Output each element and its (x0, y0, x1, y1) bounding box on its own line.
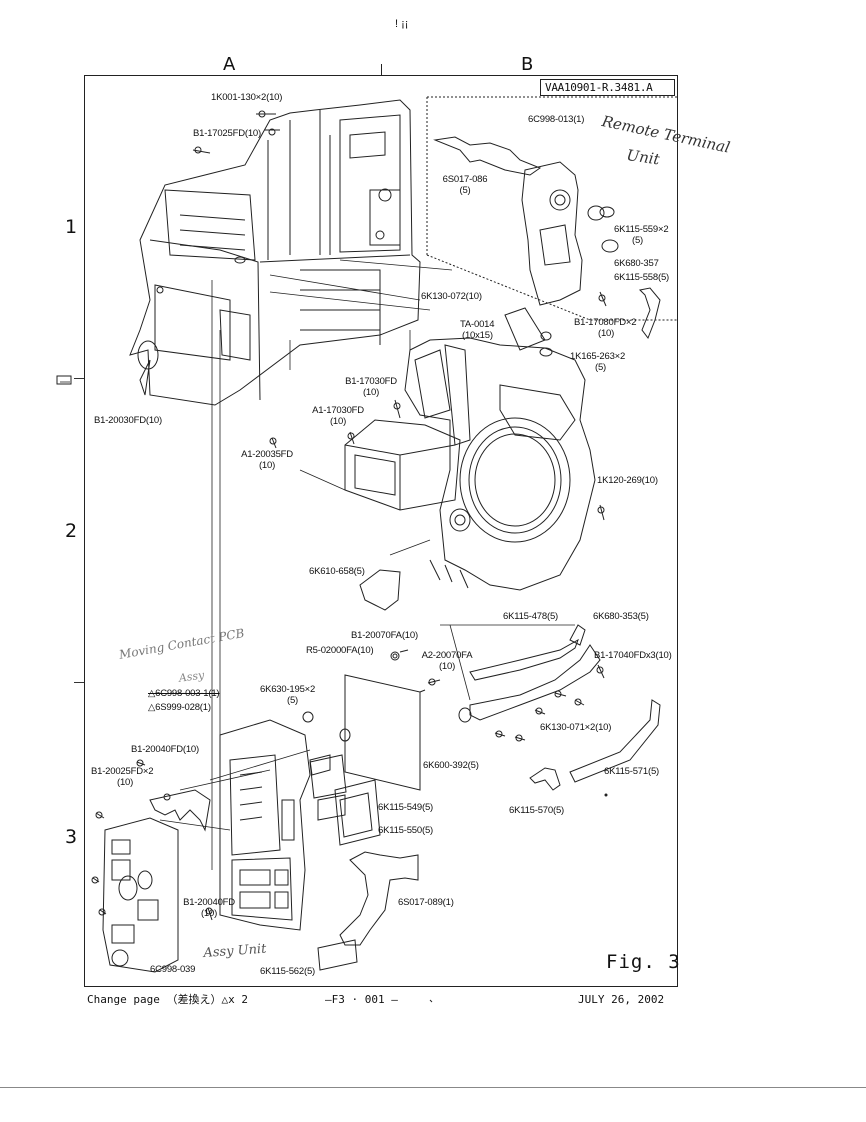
figure-label: Fig. 3 (606, 951, 681, 973)
part-label: (10) (117, 777, 134, 788)
part-label: B1-20040FD(10) (131, 744, 199, 755)
part-label: 1K165-263×2 (570, 351, 626, 362)
part-label: 6K680-357 (614, 258, 659, 269)
screw-top-1 (193, 110, 280, 154)
row-tick-2 (74, 682, 84, 683)
part-label: 6K115-558(5) (614, 272, 669, 283)
column-label-b: B (521, 54, 534, 75)
part-label: 6K115-570(5) (509, 805, 564, 816)
bracket-6k610 (360, 570, 400, 610)
part-label: (5) (287, 695, 299, 706)
part-label: (10x15) (462, 330, 493, 341)
part-label: B1-17030FD (345, 376, 397, 387)
part-label: 6K600-392(5) (423, 760, 479, 771)
part-label: (10) (438, 661, 456, 672)
part-label: 1K120-269(10) (597, 475, 658, 486)
part-label: B1-17025FD(10) (193, 128, 261, 139)
part-label: (10) (598, 328, 615, 339)
part-label: 1K001-130×2(10) (211, 92, 283, 103)
part-label: 6C998-039 (150, 964, 196, 975)
part-label: 6S017-086 (442, 174, 488, 185)
diagram-frame (84, 75, 678, 987)
part-label: 6K115-571(5) (604, 766, 659, 777)
remote-terminal-dashed-group (427, 97, 678, 320)
footer-change-page: Change page （差換え）△x 2 (87, 993, 248, 1006)
part-label: 6K610-658(5) (309, 566, 365, 577)
part-label: B1-17080FD×2 (574, 317, 637, 328)
part-label: 6K115-478(5) (503, 611, 558, 622)
part-label: R5-02000FA(10) (306, 645, 374, 656)
top-scan-marks: ! ¡¡ (395, 18, 409, 30)
part-label: TA-0014 (460, 319, 495, 330)
part-label: 6K130-072(10) (421, 291, 482, 302)
scan-edge-line (0, 1087, 866, 1088)
part-label: B1-20070FA(10) (351, 630, 418, 641)
footer-page-number: —F3 · 001 — (325, 993, 398, 1006)
column-divider-tick (381, 64, 382, 75)
remote-terminal-unit (435, 137, 660, 338)
part-label: (10) (362, 387, 380, 398)
strip-parts (459, 625, 660, 790)
row-number-1: 1 (65, 216, 78, 238)
part-label: 6K115-550(5) (378, 825, 433, 836)
part-label: 6K680-353(5) (593, 611, 649, 622)
row-number-3: 3 (65, 826, 78, 848)
part-label: B1-20040FD (183, 897, 235, 908)
part-label: A1-20035FD (241, 449, 293, 460)
part-label: 6K115-562(5) (260, 966, 315, 977)
part-label-revised: △6S999-028(1) (148, 702, 211, 713)
sheet-parts (310, 755, 380, 970)
main-board-assembly (136, 720, 345, 930)
part-label: B1-17040FDx3(10) (594, 650, 672, 661)
camera-body-frame (57, 100, 420, 405)
row-tick-1 (74, 378, 84, 379)
row-number-2: 2 (65, 520, 78, 542)
part-label: (5) (595, 362, 607, 373)
document-number: VAA10901-R.3481.A (540, 79, 675, 96)
part-label: A2-20070FA (421, 650, 473, 661)
column-label-a: A (223, 54, 236, 75)
part-label: A1-17030FD (312, 405, 364, 416)
part-label: B1-20025FD×2 (91, 766, 154, 777)
flex-cable-6s017-089 (340, 852, 418, 945)
part-label: (5) (632, 235, 644, 246)
shutter-pcb (303, 650, 440, 790)
part-label: 6K115-559×2 (614, 224, 669, 235)
part-label: (10) (258, 460, 276, 471)
part-label: (10) (329, 416, 347, 427)
part-label-revised: △6C998-003-1(1) (148, 688, 220, 699)
part-label: (10) (200, 908, 218, 919)
part-label: 6K130-071×2(10) (540, 722, 612, 733)
part-label: 6K115-549(5) (378, 802, 433, 813)
part-label: 6S017-089(1) (398, 897, 454, 908)
part-label: 6C998-013(1) (528, 114, 585, 125)
part-label: 6K630-195×2 (260, 684, 316, 695)
part-label: (5) (459, 185, 471, 196)
af-sensor-module (269, 400, 460, 510)
footer-date: JULY 26, 2002 (578, 993, 665, 1006)
power-board (91, 818, 178, 972)
mirror-box-assembly (405, 308, 605, 590)
part-label: B1-20030FD(10) (94, 415, 162, 426)
bracket-b1 (95, 790, 210, 830)
